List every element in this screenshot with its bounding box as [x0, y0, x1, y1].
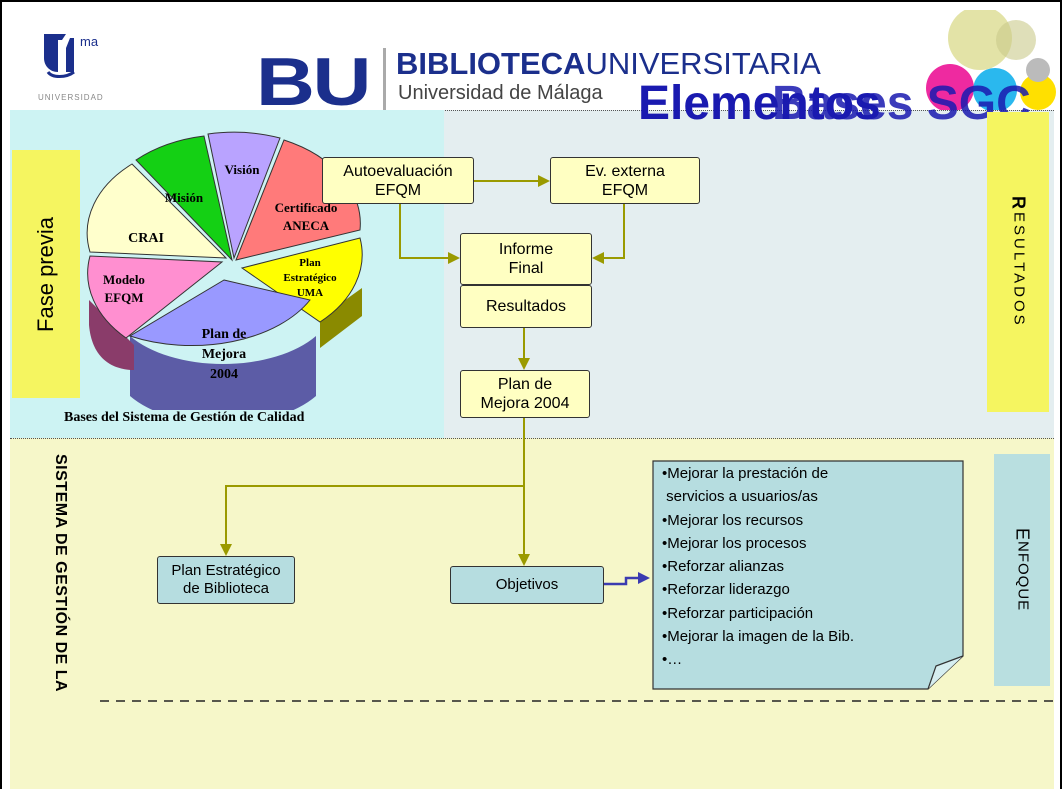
pie-slice-uma — [240, 237, 363, 323]
pie-label-vision: Visión — [225, 162, 261, 177]
pie-slice-crai — [86, 163, 228, 259]
uma-logo-base-shape — [46, 70, 75, 78]
pie-slice-vision — [207, 131, 281, 260]
list-item: servicios a usuarios/as — [662, 488, 818, 506]
pie-label-crai: CRAI — [128, 231, 164, 246]
objetivos-list: •Mejorar la prestación de servicios a us… — [662, 462, 854, 672]
arrowhead-list — [638, 572, 650, 584]
plan-mejora-line1: Plan de — [497, 376, 553, 393]
ev-externa-line1: Ev. externa — [585, 162, 665, 180]
connector-objetivos-to-list — [604, 576, 640, 586]
pie-label-uma-2: Estratégico — [283, 272, 337, 284]
magenta-circle — [926, 64, 974, 110]
ev-externa-line2: EFQM — [601, 181, 649, 199]
library-title: BIBLIOTECAUNIVERSITARIA — [396, 48, 821, 79]
pie-slice-efqm — [87, 255, 224, 339]
connector-ext-to-informe — [600, 204, 625, 259]
plan-estrategico-line1: Plan Estratégico — [171, 562, 281, 579]
list-item: •Reforzar alianzas — [662, 558, 784, 576]
pie-caption: Bases del Sistema de Gestión de Calidad — [64, 410, 305, 425]
pie-slice-mision — [135, 135, 233, 262]
box-ev-externa: Ev. externa EFQM — [550, 157, 700, 204]
autoevaluacion-line2: EFQM — [374, 181, 422, 199]
arrowhead-objetivos — [518, 554, 530, 566]
resultados-side-text: RESULTADOS — [1008, 196, 1029, 328]
cyan-circle — [973, 68, 1017, 110]
pie-label-uma-3: UMA — [297, 287, 323, 299]
sgc-label: SISTEMA DE GESTIÓN DE LA — [40, 454, 80, 789]
pie-label-uma-1: Plan — [299, 257, 320, 269]
box-informe-final: Informe Final — [460, 233, 592, 285]
connector-to-plan-estrategico — [225, 485, 524, 548]
list-item: •Mejorar los procesos — [662, 534, 807, 552]
enfoque-rest: NFOQUE — [1014, 541, 1032, 612]
pie-label-efqm-1: Modelo — [103, 272, 145, 287]
pie-label-mejora-3: 2004 — [210, 367, 238, 382]
connector-auto-to-informe — [399, 204, 452, 259]
pie-label-mision: Misión — [165, 190, 204, 205]
arrowhead-plan-estrategico — [220, 544, 232, 556]
plan-estrategico-line2: de Biblioteca — [183, 580, 269, 597]
sgc-text: SISTEMA DE GESTIÓN DE LA — [52, 454, 69, 693]
fase-previa-label: Fase previa — [12, 150, 80, 398]
autoevaluacion-line1: Autoevaluación — [343, 162, 453, 180]
list-item: •Mejorar los recursos — [662, 511, 804, 529]
box-objetivos: Objetivos — [450, 566, 604, 604]
resultados-rest: ESULTADOS — [1010, 212, 1028, 328]
list-item: •Reforzar participación — [662, 604, 814, 622]
bu-logo: BU — [256, 44, 371, 120]
enfoque-side-text: ENFOQUE — [1012, 528, 1033, 611]
pie-label-aneca-2: ANECA — [283, 218, 330, 233]
header-divider — [383, 48, 386, 110]
pie-side-mejora — [130, 336, 316, 410]
resultados-side-label: RESULTADOS — [987, 112, 1049, 412]
pie-side-efqm — [89, 300, 134, 370]
objetivos-note: •Mejorar la prestación de servicios a us… — [652, 460, 964, 690]
box-resultados: Resultados — [460, 285, 592, 328]
library-title-bold: BIBLIOTECA — [396, 46, 586, 81]
informe-line1: Informe — [498, 241, 554, 258]
pie-chart: Misión Visión Certificado ANECA Plan Est… — [86, 131, 363, 410]
arrowhead-informe-left — [448, 252, 460, 264]
heading-elementos: Elementos — [638, 77, 881, 130]
pie-label-aneca-1: Certificado — [275, 200, 338, 215]
pie-label-mejora-2: Mejora — [202, 347, 246, 362]
arrowhead-ext — [538, 175, 550, 187]
olive-circle — [948, 10, 1012, 70]
university-logo: ma — [44, 34, 99, 78]
list-item: •Mejorar la imagen de la Bib. — [662, 628, 855, 646]
plan-mejora-line2: Mejora 2004 — [480, 395, 570, 412]
decorative-circles — [926, 10, 1056, 110]
list-item: •Reforzar liderazgo — [662, 581, 790, 599]
uma-logo-text: ma — [80, 34, 99, 49]
library-title-normal: UNIVERSITARIA — [585, 46, 821, 81]
enfoque-side-label: ENFOQUE — [994, 454, 1050, 686]
box-plan-estrategico: Plan Estratégico de Biblioteca — [157, 556, 295, 604]
list-item: •… — [662, 651, 683, 669]
box-plan-mejora: Plan de Mejora 2004 — [460, 370, 590, 418]
arrowhead-plan — [518, 358, 530, 370]
uma-logo-left-shape — [44, 34, 66, 72]
small-olive-circle — [996, 20, 1036, 60]
list-item: •Mejorar la prestación de — [662, 465, 829, 482]
yellow-circle — [1020, 74, 1056, 110]
gray-circle — [1026, 58, 1050, 82]
uma-logo-right-shape — [66, 38, 74, 72]
box-autoevaluacion: Autoevaluación EFQM — [322, 157, 474, 204]
arrowhead-informe-right — [592, 252, 604, 264]
pie-slice-mejora — [128, 279, 311, 347]
university-text: UNIVERSIDAD — [38, 93, 104, 102]
pie-side-uma — [320, 288, 362, 348]
library-subtitle: Universidad de Málaga — [398, 82, 603, 104]
pie-label-efqm-2: EFQM — [105, 290, 144, 305]
note-fold — [927, 655, 964, 690]
pie-label-mejora-1: Plan de — [202, 327, 247, 342]
informe-line2: Final — [508, 260, 544, 277]
resultados-initial: R — [1008, 196, 1029, 213]
note-shape — [652, 460, 964, 690]
enfoque-initial: E — [1012, 528, 1033, 542]
